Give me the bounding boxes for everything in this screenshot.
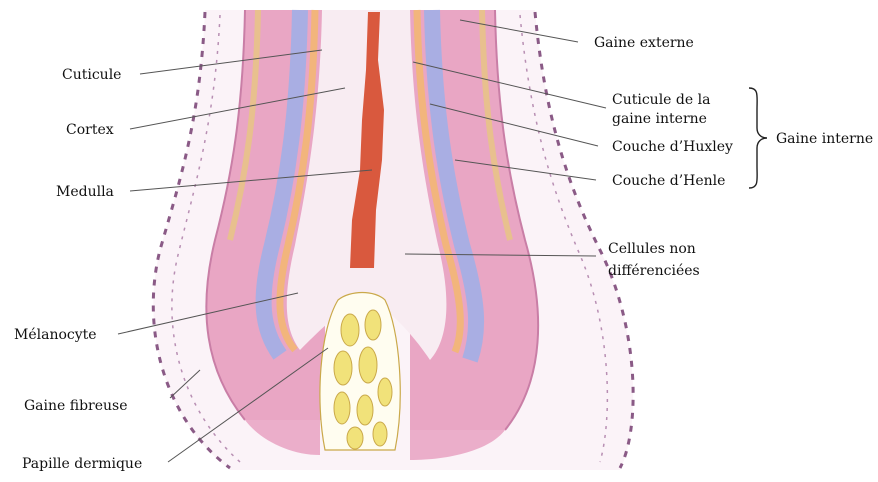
- label-cuticule-gaine-interne-line2: gaine interne: [612, 110, 707, 128]
- label-cuticule: Cuticule: [62, 66, 121, 84]
- gaine-interne-brace: [745, 86, 771, 190]
- label-medulla: Medulla: [56, 183, 114, 201]
- label-cuticule-gaine-interne-line1: Cuticule de la: [612, 91, 710, 109]
- label-cortex: Cortex: [66, 121, 114, 139]
- dermal-papilla: [320, 293, 400, 451]
- label-couche-huxley: Couche d’Huxley: [612, 138, 733, 156]
- label-gaine-fibreuse: Gaine fibreuse: [24, 397, 128, 415]
- label-cellules-line2: différenciées: [608, 262, 700, 280]
- label-papille-dermique: Papille dermique: [22, 455, 142, 473]
- label-melanocyte: Mélanocyte: [14, 326, 97, 344]
- label-gaine-interne: Gaine interne: [776, 130, 873, 148]
- label-gaine-externe: Gaine externe: [594, 34, 694, 52]
- label-cellules-line1: Cellules non: [608, 240, 696, 258]
- label-couche-henle: Couche d’Henle: [612, 172, 725, 190]
